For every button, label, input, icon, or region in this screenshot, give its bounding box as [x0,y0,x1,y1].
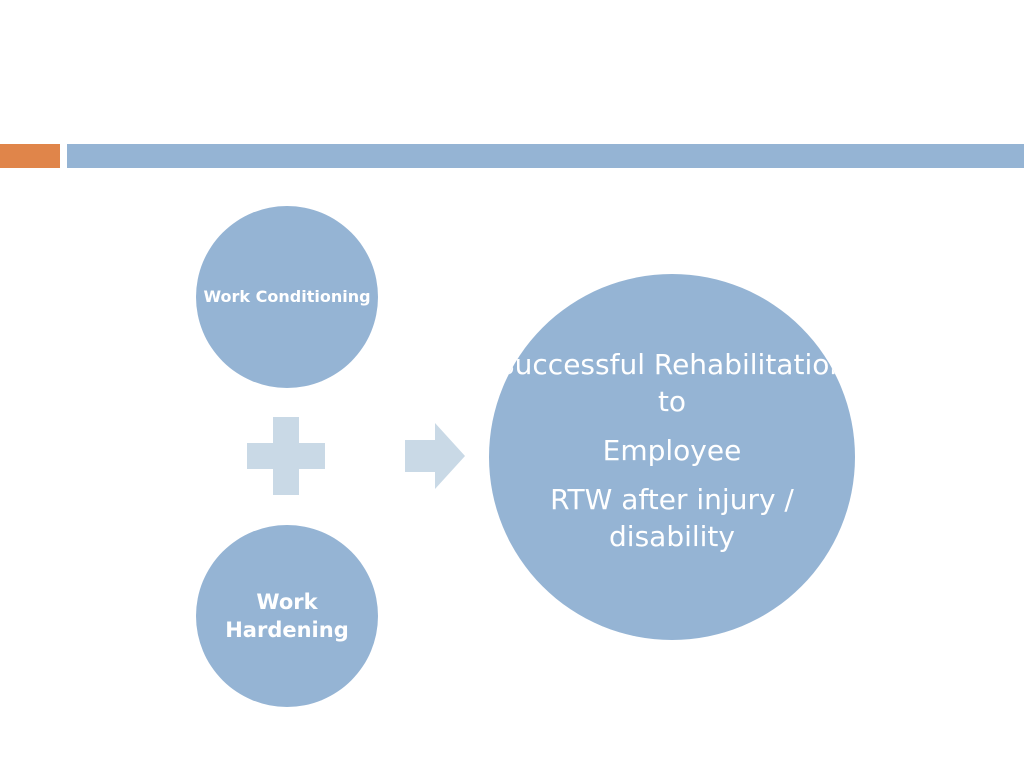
outcome-label-line4: RTW after injury / [550,482,794,516]
outcome-label-line1: Successful Rehabilitation [496,347,848,381]
outcome-node: Successful Rehabilitation to Employee RT… [489,274,855,640]
arrow-shape [405,423,465,489]
outcome-label-line5: disability [609,519,735,553]
work-conditioning-label: Work Conditioning [203,287,371,306]
header-accent-bar [0,144,60,168]
plus-shape [247,417,325,495]
work-conditioning-node: Work Conditioning [196,206,378,388]
arrow-right-icon [405,423,465,489]
header-bar [67,144,1024,168]
work-hardening-node: Work Hardening [196,525,378,707]
plus-icon [247,417,325,495]
outcome-label-line3: Employee [602,433,742,467]
work-hardening-label-line2: Hardening [225,618,349,642]
outcome-label-line2: to [657,384,687,418]
work-hardening-label-line1: Work [256,590,318,614]
